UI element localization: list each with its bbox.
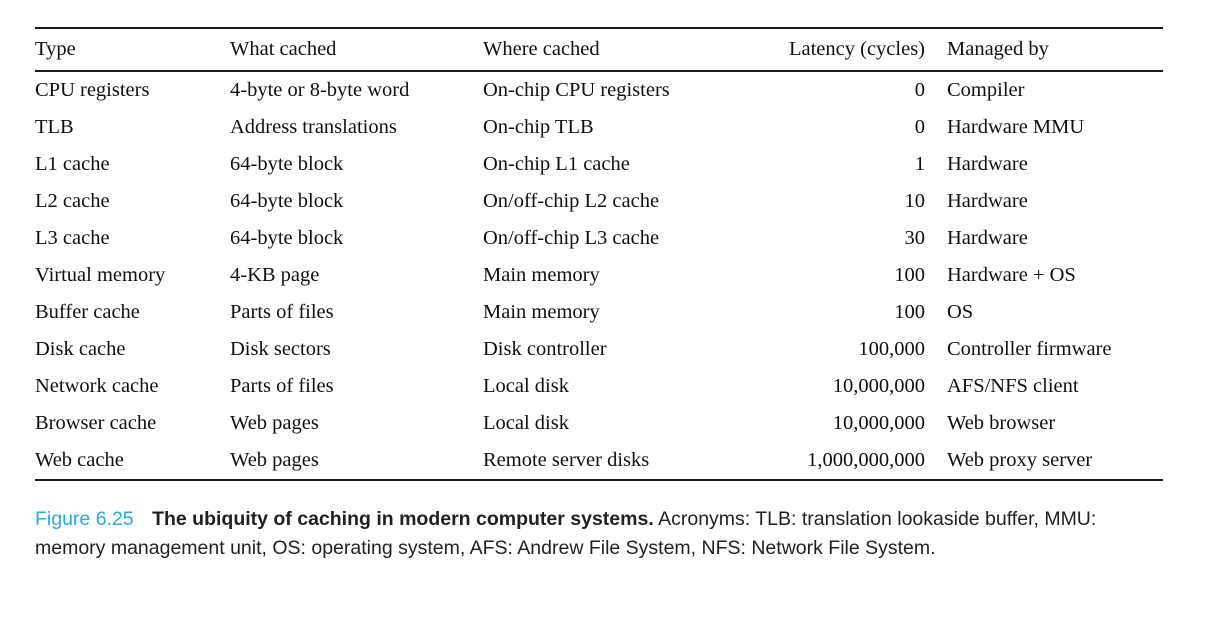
- column-header-latency: Latency (cycles): [750, 28, 925, 72]
- cell-managed: Hardware + OS: [947, 264, 1076, 286]
- cell-managed: Hardware: [947, 153, 1028, 175]
- cell-latency: 100: [894, 264, 925, 286]
- cell-what: Disk sectors: [230, 338, 331, 360]
- cell-where: Main memory: [483, 264, 600, 286]
- figure-6-25: Type What cached Where cached Latency (c…: [35, 27, 1163, 563]
- cell-type: TLB: [35, 116, 74, 138]
- cell-type: Network cache: [35, 375, 159, 397]
- cell-what: Parts of files: [230, 301, 334, 323]
- cell-latency: 1: [914, 153, 925, 175]
- table-row: CPU registers 4-byte or 8-byte word On-chi…: [35, 71, 1163, 109]
- cell-managed: Hardware: [947, 227, 1028, 249]
- cell-what: 64-byte block: [230, 153, 344, 175]
- cell-what: Parts of files: [230, 375, 334, 397]
- cell-latency: 30: [904, 227, 926, 249]
- table-header-row: Type What cached Where cached Latency (c…: [35, 28, 1163, 72]
- cell-what: 4-byte or 8-byte word: [230, 79, 410, 101]
- cell-type: Disk cache: [35, 338, 126, 360]
- cell-where: Local disk: [483, 412, 569, 434]
- table-row: Network cache Parts of files Local disk 10,…: [35, 368, 1163, 405]
- cell-latency: 0: [914, 116, 925, 138]
- cell-type: L1 cache: [35, 153, 110, 175]
- table-row: L1 cache 64-byte block On-chip L1 cache 1 Ha…: [35, 146, 1163, 183]
- cell-what: 64-byte block: [230, 227, 344, 249]
- table-row: Buffer cache Parts of files Main memory 100…: [35, 294, 1163, 331]
- cell-latency: 1,000,000,000: [807, 449, 925, 471]
- cell-where: Local disk: [483, 375, 569, 397]
- cell-where: Disk controller: [483, 338, 607, 360]
- column-header-managed: Managed by: [925, 28, 1163, 72]
- table-row: L2 cache 64-byte block On/off-chip L2 cach…: [35, 183, 1163, 220]
- cell-latency: 0: [914, 79, 925, 101]
- cell-managed: Web browser: [947, 412, 1056, 434]
- cell-type: L3 cache: [35, 227, 110, 249]
- cell-what: Web pages: [230, 412, 319, 434]
- cell-latency: 100: [894, 301, 925, 323]
- cell-latency: 10,000,000: [832, 412, 925, 434]
- figure-caption: Figure 6.25 The ubiquity of caching in m…: [35, 505, 1163, 563]
- cell-where: Main memory: [483, 301, 600, 323]
- cell-managed: Hardware MMU: [947, 116, 1085, 138]
- cell-latency: 10: [904, 190, 926, 212]
- column-header-where: Where cached: [483, 28, 750, 72]
- column-header-type: Type: [35, 28, 230, 72]
- cell-type: Virtual memory: [35, 264, 166, 286]
- cell-where: On-chip TLB: [483, 116, 594, 138]
- cell-latency: 100,000: [858, 338, 925, 360]
- table-row: L3 cache 64-byte block On/off-chip L3 cach…: [35, 220, 1163, 257]
- cell-what: 64-byte block: [230, 190, 344, 212]
- cell-where: On-chip CPU registers: [483, 79, 670, 101]
- cell-type: CPU registers: [35, 79, 150, 101]
- cell-what: Web pages: [230, 449, 319, 471]
- table-row: Virtual memory 4-KB page Main memory 100 Har…: [35, 257, 1163, 294]
- cell-where: On/off-chip L2 cache: [483, 190, 660, 212]
- cell-where: On/off-chip L3 cache: [483, 227, 660, 249]
- cell-managed: Web proxy server: [947, 449, 1093, 471]
- cell-where: On-chip L1 cache: [483, 153, 630, 175]
- cell-managed: Hardware: [947, 190, 1028, 212]
- cell-type: Browser cache: [35, 412, 157, 434]
- cell-type: Web cache: [35, 449, 124, 471]
- cell-managed: Compiler: [947, 79, 1025, 101]
- table-row: Disk cache Disk sectors Disk controller 100…: [35, 331, 1163, 368]
- cell-what: 4-KB page: [230, 264, 320, 286]
- figure-label: Figure 6.25: [35, 508, 134, 530]
- table-row: Web cache Web pages Remote server disks 1,0…: [35, 442, 1163, 480]
- cell-managed: Controller firmware: [947, 338, 1112, 360]
- cell-where: Remote server disks: [483, 449, 650, 471]
- caching-table: Type What cached Where cached Latency (c…: [35, 27, 1163, 481]
- cell-managed: OS: [947, 301, 974, 323]
- cell-type: L2 cache: [35, 190, 110, 212]
- figure-title: The ubiquity of caching in modern comput…: [152, 508, 654, 530]
- cell-what: Address translations: [230, 116, 397, 138]
- cell-managed: AFS/NFS client: [947, 375, 1079, 397]
- table-row: Browser cache Web pages Local disk 10,000,0…: [35, 405, 1163, 442]
- cell-type: Buffer cache: [35, 301, 140, 323]
- cell-latency: 10,000,000: [832, 375, 925, 397]
- figure-caption-text: Acronyms: TLB: translation lookaside buf…: [35, 508, 1097, 559]
- table-row: TLB Address translations On-chip TLB 0 Hardw…: [35, 109, 1163, 146]
- column-header-what: What cached: [230, 28, 483, 72]
